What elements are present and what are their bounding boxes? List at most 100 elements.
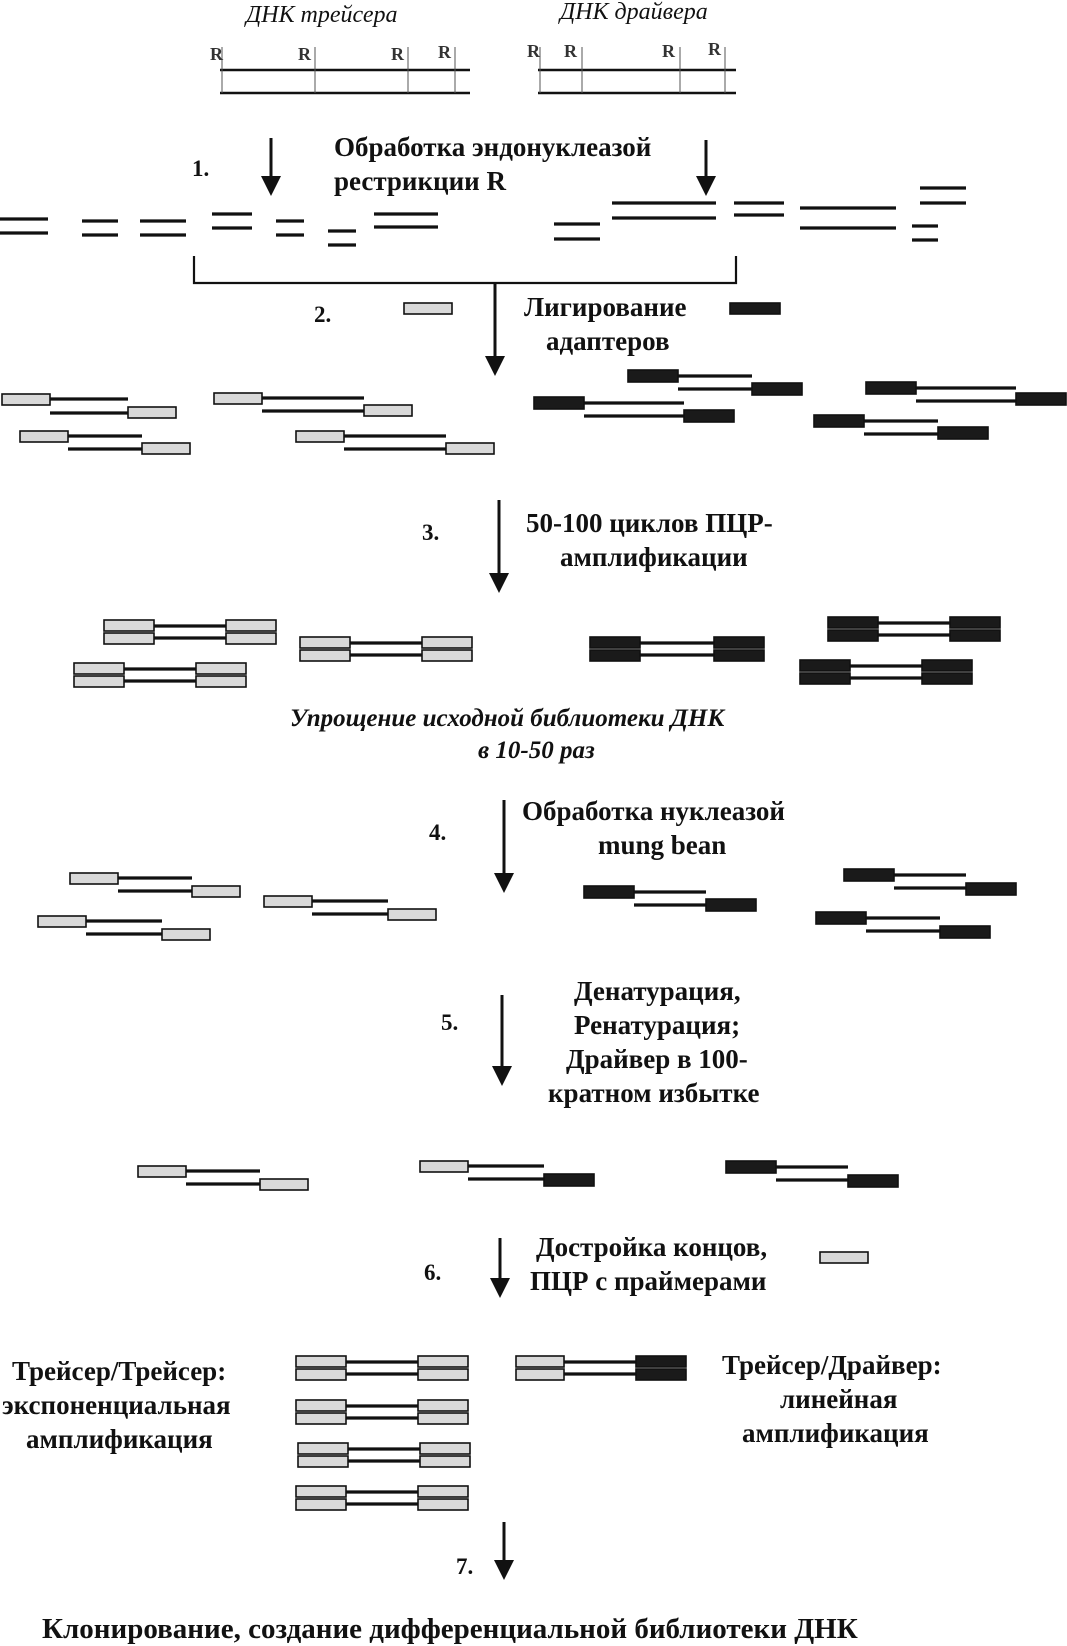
step-5-label-line: кратном избытке xyxy=(548,1078,759,1108)
restriction-site-label: R xyxy=(662,41,676,61)
amplified-duplex xyxy=(295,1399,469,1425)
step-2-label-line: адаптеров xyxy=(546,326,670,356)
step-2-label-line: Лигирование xyxy=(524,292,687,322)
step-4-label: Обработка нуклеазой mung bean xyxy=(522,796,785,860)
step-5-label-line: Драйвер в 100- xyxy=(566,1044,748,1074)
step-2-arrow xyxy=(485,283,505,376)
tracer-driver-outcome-line: линейная xyxy=(780,1384,897,1414)
step-5-label-line: Ренатурация; xyxy=(574,1010,740,1040)
tracer-dna-molecule: R R R R xyxy=(210,42,470,95)
step-7-number: 7. xyxy=(456,1554,473,1579)
step-4-label-line: Обработка нуклеазой xyxy=(522,796,785,826)
restriction-site-label: R xyxy=(527,41,541,61)
ligated-fragment xyxy=(1,393,177,419)
tracer-driver-hybrid xyxy=(419,1160,595,1187)
amplified-duplex xyxy=(297,1442,471,1468)
ligated-fragment xyxy=(865,381,1067,406)
restriction-site-label: R xyxy=(564,41,578,61)
restriction-site-label: R xyxy=(298,44,312,64)
step-6-label-line: ПЦР с праймерами xyxy=(530,1266,766,1296)
ligated-fragment xyxy=(213,392,413,417)
restriction-site-label: R xyxy=(438,42,452,62)
tracer-adapter-icon xyxy=(403,302,453,315)
restriction-site-label: R xyxy=(391,44,405,64)
ligated-fragment xyxy=(19,430,191,455)
exponential-products xyxy=(295,1355,471,1511)
step-6-arrow xyxy=(490,1238,510,1298)
tracer-driver-outcome-label: Трейсер/Драйвер: линейная амплификация xyxy=(722,1350,942,1448)
hybrid-molecules xyxy=(137,1160,899,1191)
ligated-fragment xyxy=(295,430,495,455)
linear-product xyxy=(515,1355,687,1381)
step-1-label: Обработка эндонуклеазой рестрикции R xyxy=(334,132,651,196)
step-3-number: 3. xyxy=(422,520,439,545)
amplified-duplex xyxy=(73,662,247,688)
step-5-label: Денатурация, Ренатурация; Драйвер в 100-… xyxy=(548,976,759,1108)
step-3-label: 50-100 циклов ПЦР- амплификации xyxy=(526,508,773,572)
tracer-driver-outcome-line: Трейсер/Драйвер: xyxy=(722,1350,942,1380)
amplified-duplex xyxy=(299,636,473,662)
ligated-fragment xyxy=(815,911,991,939)
restriction-site-label: R xyxy=(708,39,722,59)
step-1-number: 1. xyxy=(192,156,209,181)
amplified-duplex xyxy=(799,659,973,685)
tracer-tracer-outcome-line: экспоненциальная xyxy=(2,1390,231,1420)
amplified-duplex xyxy=(589,636,765,662)
step-2-number: 2. xyxy=(314,302,331,327)
step-3-arrow xyxy=(489,500,509,593)
tracer-tracer-outcome-line: амплификация xyxy=(26,1424,213,1454)
step-4-number: 4. xyxy=(429,820,446,845)
amplified-duplex xyxy=(295,1355,469,1381)
step-1-arrows xyxy=(261,138,716,196)
restriction-site-label: R xyxy=(210,44,224,64)
ligated-fragment xyxy=(533,396,735,423)
step-6-number: 6. xyxy=(424,1260,441,1285)
step-1-label-line: рестрикции R xyxy=(334,166,506,196)
step-1-label-line: Обработка эндонуклеазой xyxy=(334,132,651,162)
driver-adapter-icon xyxy=(729,302,781,315)
ligated-fragment xyxy=(627,369,803,396)
tracer-driver-outcome-line: амплификация xyxy=(742,1418,929,1448)
step-7-arrow xyxy=(494,1522,514,1580)
step-6-label: Достройка концов, ПЦР с праймерами xyxy=(530,1232,767,1296)
tracer-tracer-outcome-line: Трейсер/Трейсер: xyxy=(12,1356,226,1386)
ligated-fragment xyxy=(37,915,211,941)
fragment-pool-bracket xyxy=(192,256,738,285)
amplified-duplex xyxy=(827,616,1001,642)
ligated-driver-fragments xyxy=(533,369,1067,440)
step-4-label-line: mung bean xyxy=(598,830,726,860)
ligated-fragment xyxy=(69,872,241,898)
ligated-fragment xyxy=(843,868,1017,896)
tracer-tracer-hybrid xyxy=(137,1165,309,1191)
ligated-fragment xyxy=(813,414,989,440)
step-6-label-line: Достройка концов, xyxy=(536,1232,767,1262)
step-5-arrow xyxy=(492,995,512,1086)
step-4-arrow xyxy=(494,800,514,893)
primer-icon xyxy=(819,1251,869,1264)
restriction-fragments xyxy=(0,186,966,247)
driver-driver-hybrid xyxy=(725,1160,899,1188)
driver-dna-label: ДНК драйвера xyxy=(558,0,708,25)
simplification-note: Упрощение исходной библиотеки ДНК в 10-5… xyxy=(290,705,726,764)
step-5-number: 5. xyxy=(441,1010,458,1035)
trimmed-driver-fragments xyxy=(583,868,1017,939)
tracer-dna-label: ДНК трейсера xyxy=(244,2,398,28)
trimmed-tracer-fragments xyxy=(37,872,437,941)
step-3-label-line: 50-100 циклов ПЦР- xyxy=(526,508,773,538)
ligated-fragment xyxy=(583,885,757,912)
simplification-line: Упрощение исходной библиотеки ДНК xyxy=(290,705,726,732)
amplified-duplex xyxy=(103,619,277,645)
ligated-fragment xyxy=(263,895,437,921)
final-result-label: Клонирование, создание дифференциальной … xyxy=(42,1613,858,1645)
amplified-duplex xyxy=(295,1485,469,1511)
step-5-label-line: Денатурация, xyxy=(574,976,741,1006)
step-3-label-line: амплификации xyxy=(560,542,748,572)
ligated-tracer-fragments xyxy=(1,392,495,455)
tracer-tracer-outcome-label: Трейсер/Трейсер: экспоненциальная амплиф… xyxy=(2,1356,231,1454)
driver-dna-molecule: R R R R xyxy=(527,39,736,95)
step-2-label: Лигирование адаптеров xyxy=(524,292,687,356)
amplified-driver-products xyxy=(589,616,1001,685)
simplification-line: в 10-50 раз xyxy=(478,737,595,764)
amplified-tracer-products xyxy=(73,619,473,688)
